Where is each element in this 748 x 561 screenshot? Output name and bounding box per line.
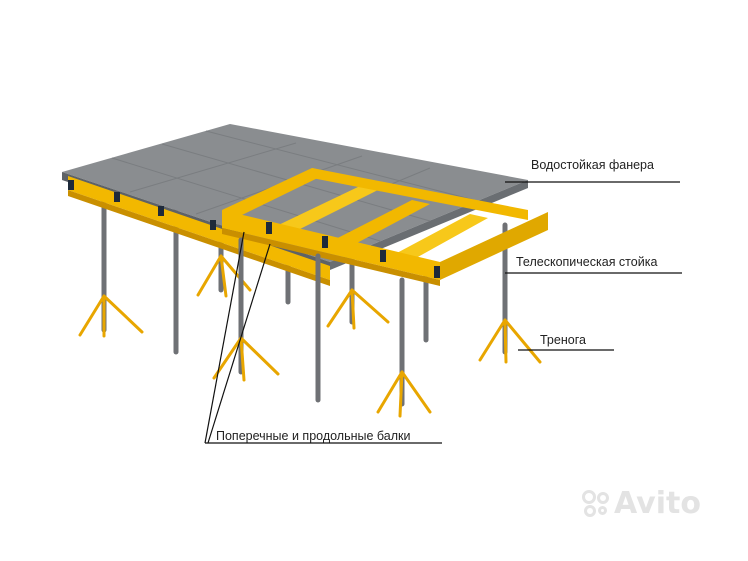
avito-logo-icon — [582, 489, 612, 520]
label-plywood: Водостойкая фанера — [531, 158, 654, 172]
avito-watermark: Avito — [582, 486, 701, 521]
leader-beams-c — [207, 243, 271, 444]
leader-lines — [204, 181, 682, 444]
label-telescopic-prop: Телескопическая стойка — [516, 255, 658, 269]
label-tripod: Тренога — [540, 333, 586, 347]
label-beams: Поперечные и продольные балки — [216, 429, 411, 443]
watermark-text: Avito — [614, 486, 701, 521]
tripods-front — [212, 336, 432, 418]
leader-beams-b — [204, 231, 245, 444]
tripods-back — [78, 254, 542, 364]
